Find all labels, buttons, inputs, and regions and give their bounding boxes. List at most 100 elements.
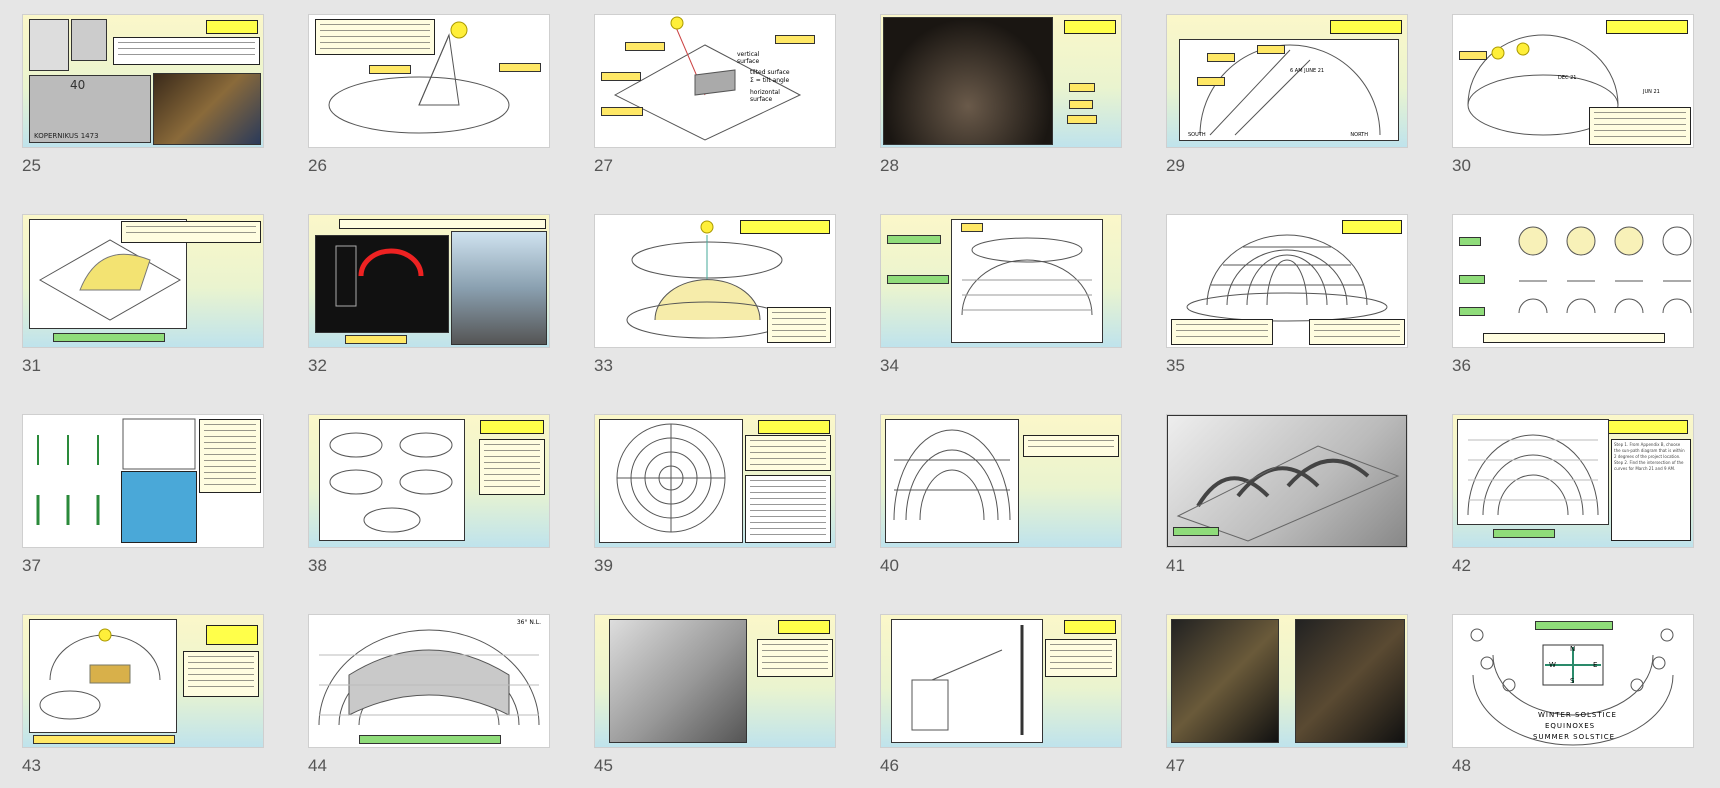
- horizontal-sun-path-chart: [599, 419, 743, 543]
- slide-preview[interactable]: vertical surface tilted surface Σ = tilt…: [594, 14, 836, 148]
- label-tag: [1207, 53, 1235, 62]
- slide-thumbnail-28[interactable]: 28: [880, 14, 1122, 175]
- model-photo-left: [1171, 619, 1279, 743]
- slide-thumbnail-25[interactable]: KOPERNIKUS 1473 40 25: [22, 14, 264, 175]
- slide-preview[interactable]: N S W E WINTER SOLSTICE EQUINOXES SUMMER…: [1452, 614, 1694, 748]
- caption-box: [1483, 333, 1665, 343]
- slide-thumbnail-36[interactable]: 36: [1452, 214, 1694, 375]
- slide-title-box: [1064, 620, 1116, 634]
- caption-tag: [53, 333, 165, 342]
- slide-preview[interactable]: 6 AM JUNE 21 SOUTH NORTH: [1166, 14, 1408, 148]
- compass-w: W: [1549, 661, 1556, 669]
- slide-thumbnail-47[interactable]: 47: [1166, 614, 1408, 775]
- sun-path-construction-diagram: [951, 219, 1103, 343]
- slide-preview[interactable]: [1166, 214, 1408, 348]
- slide-title-box: [778, 620, 830, 634]
- label-horizontal: horizontal surface: [750, 89, 780, 103]
- slide-thumbnail-43[interactable]: 43: [22, 614, 264, 775]
- slide-number: 33: [594, 356, 613, 375]
- slide-number: 38: [308, 556, 327, 575]
- compass-n: N: [1570, 645, 1576, 653]
- slide-preview[interactable]: [880, 414, 1122, 548]
- slide-preview[interactable]: [1452, 214, 1694, 348]
- sun-path-use-illustration: [29, 619, 177, 733]
- slide-preview[interactable]: [308, 414, 550, 548]
- slide-thumbnail-48[interactable]: N S W E WINTER SOLSTICE EQUINOXES SUMMER…: [1452, 614, 1694, 775]
- tilted-surface-diagram: [613, 16, 802, 141]
- dome-model-photo: [883, 17, 1053, 145]
- slide-preview[interactable]: KOPERNIKUS 1473 40: [22, 14, 264, 148]
- slide-number: 37: [22, 556, 41, 575]
- slide-thumbnail-30[interactable]: JUN 21 DEC 21 30: [1452, 14, 1694, 175]
- slide-number: 46: [880, 756, 899, 775]
- text-box: [767, 307, 831, 343]
- compass-rose-panel: [121, 471, 197, 543]
- slide-preview[interactable]: [308, 214, 550, 348]
- caption-tag: [345, 335, 407, 344]
- slide-thumbnail-39[interactable]: 39: [594, 414, 836, 575]
- slide-preview[interactable]: [1166, 614, 1408, 748]
- text-box: [113, 37, 260, 65]
- slide-thumbnail-26[interactable]: 26: [308, 14, 550, 175]
- slide-thumbnail-27[interactable]: vertical surface tilted surface Σ = tilt…: [594, 14, 836, 175]
- slide-number: 28: [880, 156, 899, 175]
- label-tag: [1459, 275, 1485, 284]
- slide-preview[interactable]: [22, 214, 264, 348]
- label-summer-solstice: SUMMER SOLSTICE: [1533, 733, 1616, 741]
- slide-preview[interactable]: [880, 14, 1122, 148]
- stamp-caption: KOPERNIKUS 1473: [34, 132, 99, 140]
- slide-thumbnail-44[interactable]: 36° N.L. 44: [308, 614, 550, 775]
- label-tag: [601, 107, 643, 116]
- slide-number: 44: [308, 756, 327, 775]
- slide-preview[interactable]: 36° N.L.: [308, 614, 550, 748]
- label-tag: [1257, 45, 1285, 54]
- slide-thumbnail-45[interactable]: 45: [594, 614, 836, 775]
- text-box: [745, 435, 831, 471]
- slide-thumbnail-35[interactable]: 35: [1166, 214, 1408, 375]
- slide-preview[interactable]: [880, 214, 1122, 348]
- slide-preview[interactable]: [22, 414, 264, 548]
- slide-number: 29: [1166, 156, 1185, 175]
- slide-preview[interactable]: [308, 14, 550, 148]
- slide-thumbnail-41[interactable]: 41: [1166, 414, 1408, 575]
- stamp-number: 40: [70, 78, 86, 92]
- slide-number: 32: [308, 356, 327, 375]
- slide-thumbnail-31[interactable]: 31: [22, 214, 264, 375]
- text-box: [1023, 435, 1119, 457]
- label-vertical: vertical surface: [737, 51, 760, 65]
- slide-thumbnail-40[interactable]: 40: [880, 414, 1122, 575]
- slide-thumbnail-42[interactable]: Step 1. From Appendix B, choose the sun-…: [1452, 414, 1694, 575]
- slide-preview[interactable]: [594, 414, 836, 548]
- label-tag: [887, 275, 949, 284]
- slide-number: 25: [22, 156, 41, 175]
- text-box: [1589, 107, 1691, 145]
- slide-preview[interactable]: [22, 614, 264, 748]
- slide-preview[interactable]: [1166, 414, 1408, 548]
- slide-preview[interactable]: JUN 21 DEC 21: [1452, 14, 1694, 148]
- caption-tag: [1173, 527, 1219, 536]
- slide-thumbnail-34[interactable]: 34: [880, 214, 1122, 375]
- slide-thumbnail-46[interactable]: 46: [880, 614, 1122, 775]
- city-photo: [451, 231, 547, 345]
- label-tag: [1459, 51, 1487, 60]
- slide-preview[interactable]: [594, 214, 836, 348]
- slide-title-box: [480, 420, 544, 434]
- model-render: [315, 235, 449, 333]
- latitude-label: 36° N.L.: [516, 619, 541, 626]
- slide-thumbnail-33[interactable]: 33: [594, 214, 836, 375]
- slide-number: 47: [1166, 756, 1185, 775]
- slide-thumbnail-37[interactable]: 37: [22, 414, 264, 575]
- label-tilt-angle: Σ = tilt angle: [750, 77, 790, 84]
- label-tag: [601, 72, 641, 81]
- sundial-sketch: [891, 619, 1043, 743]
- slide-preview[interactable]: [594, 614, 836, 748]
- slide-preview[interactable]: [880, 614, 1122, 748]
- slide-thumbnail-29[interactable]: 6 AM JUNE 21 SOUTH NORTH 29: [1166, 14, 1408, 175]
- label-tag: [1069, 83, 1095, 92]
- slide-thumbnail-38[interactable]: 38: [308, 414, 550, 575]
- text-box: [1045, 639, 1117, 677]
- heliodon-photo: [609, 619, 747, 743]
- slide-thumbnail-32[interactable]: 32: [308, 214, 550, 375]
- slide-preview[interactable]: Step 1. From Appendix B, choose the sun-…: [1452, 414, 1694, 548]
- label-tag: [887, 235, 941, 244]
